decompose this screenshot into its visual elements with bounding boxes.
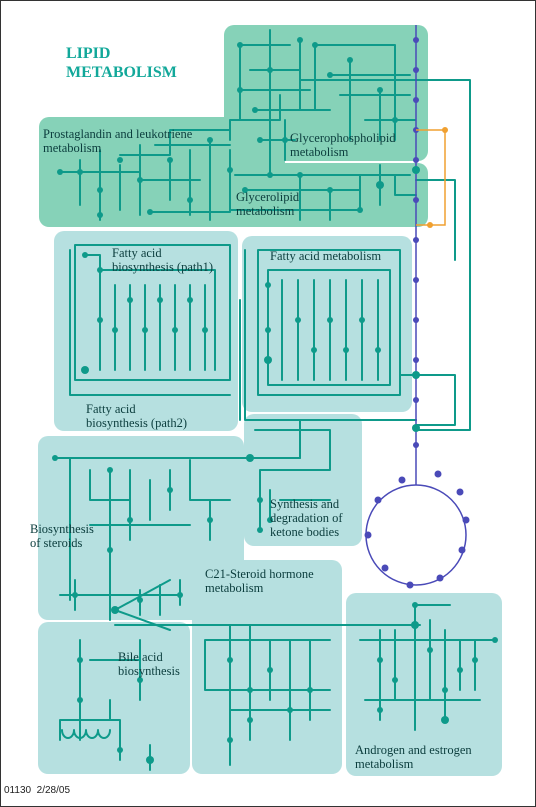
label-steroids[interactable]: Biosynthesis of steroids bbox=[30, 522, 94, 550]
map-footer: 01130 2/28/05 bbox=[4, 785, 70, 796]
region-c21-steroid[interactable] bbox=[192, 560, 342, 774]
region-ketone-bodies[interactable] bbox=[244, 414, 362, 546]
label-prostaglandin[interactable]: Prostaglandin and leukotriene metabolism bbox=[43, 127, 193, 155]
label-bile-acid[interactable]: Bile acid biosynthesis bbox=[118, 650, 180, 678]
footer-date: 2/28/05 bbox=[36, 785, 71, 796]
label-fatty-acid-path1[interactable]: Fatty acid biosynthesis (path1) bbox=[112, 246, 214, 274]
footer-code: 01130 bbox=[4, 785, 32, 796]
label-fatty-acid-metabolism[interactable]: Fatty acid metabolism bbox=[270, 249, 382, 263]
label-glycerophospholipid[interactable]: Glycerophospholipid metabolism bbox=[290, 131, 396, 159]
label-fatty-acid-path2[interactable]: Fatty acid biosynthesis (path2) bbox=[86, 402, 188, 430]
region-bile-acid[interactable] bbox=[38, 622, 190, 774]
label-c21-steroid[interactable]: C21-Steroid hormone metabolism bbox=[205, 567, 314, 595]
region-fatty-acid-metabolism[interactable] bbox=[242, 236, 412, 412]
title-line1: LIPID bbox=[66, 45, 111, 62]
label-glycerolipid[interactable]: Glycerolipid metabolism bbox=[236, 190, 300, 218]
map-title: LIPID METABOLISM bbox=[66, 44, 177, 82]
title-line2: METABOLISM bbox=[66, 64, 177, 81]
label-androgen-estrogen[interactable]: Androgen and estrogen metabolism bbox=[355, 743, 472, 771]
label-ketone-bodies[interactable]: Synthesis and degradation of ketone bodi… bbox=[270, 497, 343, 539]
